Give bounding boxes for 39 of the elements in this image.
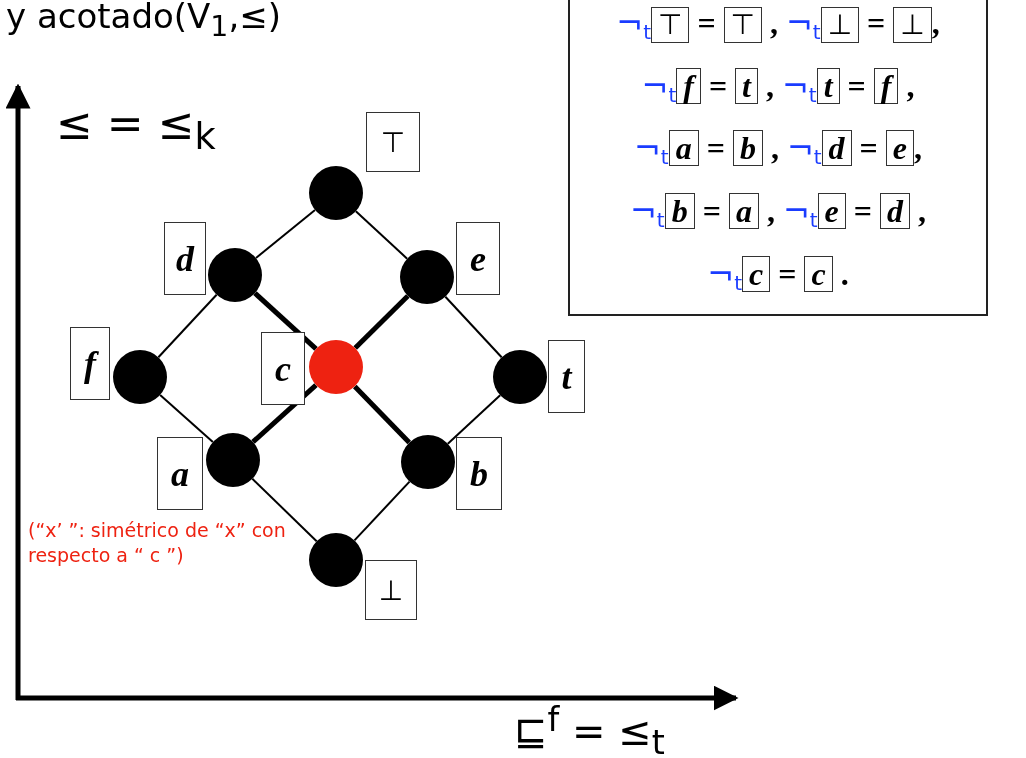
connector-line <box>159 394 214 443</box>
connector-line <box>354 210 409 260</box>
connector-line <box>253 291 318 351</box>
connector-line <box>157 293 218 359</box>
node-label: c <box>261 332 305 405</box>
title-text: y acotado(V$_{1}$,≤) <box>6 0 281 43</box>
connector-line <box>251 383 318 444</box>
axis-label: ≤ = ≤$_{k}$ <box>56 98 216 158</box>
node-label: t <box>548 340 585 413</box>
formula-line: ¬$_{t}$f = t , ¬$_{t}$t = f , <box>641 65 915 109</box>
node-label: a <box>157 437 203 510</box>
node-label: ⊤ <box>366 112 420 172</box>
connector-line <box>353 384 411 445</box>
node-label: e <box>456 222 500 295</box>
axis-label: ⊑$^{f}$ = ≤$_{t}$ <box>514 700 665 758</box>
node-label: f <box>70 327 110 400</box>
connector-line <box>353 480 411 542</box>
node-label: ⊥ <box>365 560 417 620</box>
lattice-node <box>206 433 260 487</box>
note-text: (“x’ ”: simétrico de “x” con respecto a “ c ”) <box>28 518 287 568</box>
lattice-node <box>309 533 363 587</box>
formula-line: ¬$_{t}$a = b , ¬$_{t}$d = e, <box>634 128 922 172</box>
node-label: d <box>164 222 206 295</box>
lattice-node <box>401 435 455 489</box>
connector-line <box>254 209 317 259</box>
highlighted-lattice-node <box>309 340 363 394</box>
formula-line: ¬$_{t}$⊤ = ⊤ , ¬$_{t}$⊥ = ⊥, <box>616 2 940 46</box>
connector-line <box>444 295 503 359</box>
lattice-node <box>208 248 262 302</box>
connector-line <box>251 477 318 543</box>
formula-line: ¬$_{t}$b = a , ¬$_{t}$e = d , <box>630 191 926 235</box>
connector-line <box>353 294 410 350</box>
lattice-node <box>113 350 167 404</box>
lattice-node <box>400 250 454 304</box>
node-label: b <box>456 437 502 510</box>
connector-line <box>446 394 502 445</box>
formula-line: ¬$_{t}$c = c . <box>707 254 849 298</box>
lattice-node <box>493 350 547 404</box>
lattice-node <box>309 166 363 220</box>
